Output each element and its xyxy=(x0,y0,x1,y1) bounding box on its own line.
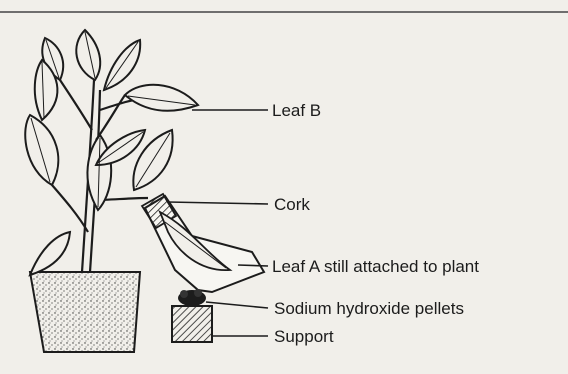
label-support: Support xyxy=(274,327,334,347)
label-naoh-pellets: Sodium hydroxide pellets xyxy=(274,299,464,319)
flower-pot xyxy=(30,272,140,352)
support-block xyxy=(172,306,212,342)
label-leaf-b: Leaf B xyxy=(272,101,321,121)
label-cork: Cork xyxy=(274,195,310,215)
label-leaf-a: Leaf A still attached to plant xyxy=(272,257,479,277)
